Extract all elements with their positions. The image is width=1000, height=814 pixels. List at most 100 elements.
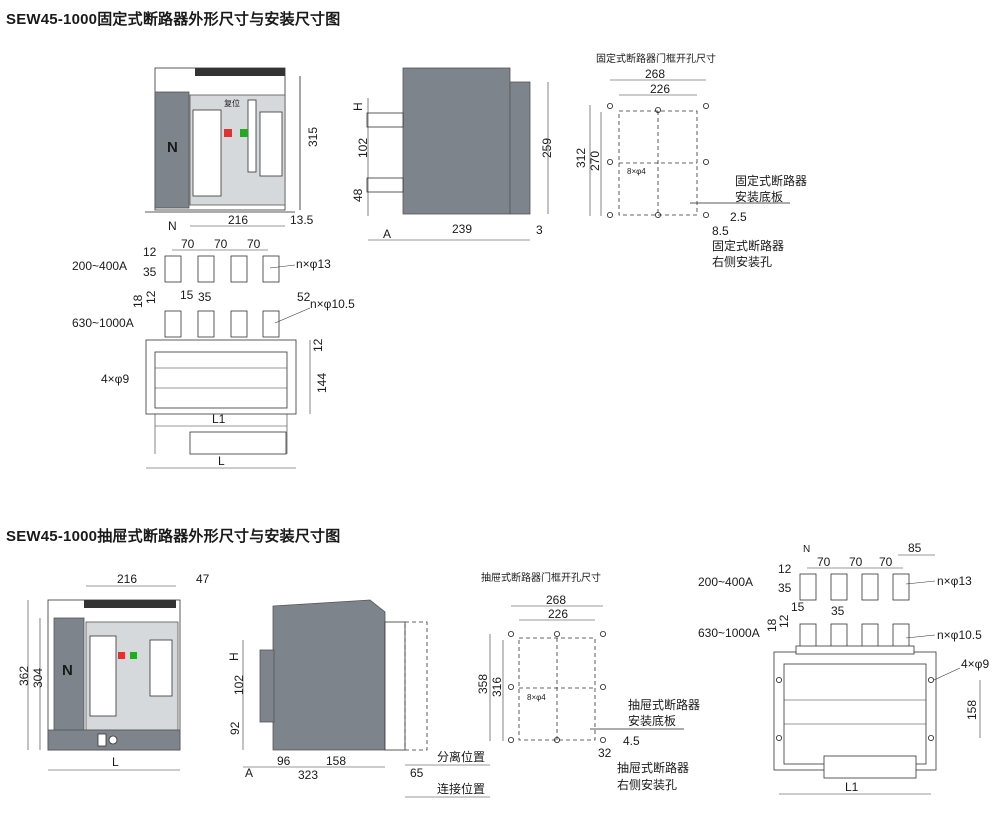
- dim-226: 226: [650, 82, 670, 96]
- holes-4-9-drawout: 4×φ9: [961, 657, 989, 671]
- dim-65: 65: [410, 766, 424, 780]
- dim-323: 323: [298, 768, 318, 782]
- dim-18-drawout: 18: [765, 618, 779, 632]
- holes-8-4: 8×φ4: [627, 167, 646, 176]
- dim-3: 3: [536, 223, 543, 237]
- dim-144: 144: [315, 373, 329, 393]
- n-badge: N: [167, 139, 178, 156]
- range-200-400: 200~400A: [72, 259, 127, 273]
- dim-158: 158: [326, 754, 346, 768]
- dim-13-5: 13.5: [290, 213, 314, 227]
- fixed-base-label-2: 安装底板: [735, 189, 783, 204]
- dim-4-5: 4.5: [623, 734, 640, 748]
- hole-n-13: n×φ13: [296, 257, 331, 271]
- dim-316: 316: [490, 677, 504, 697]
- dim-70-c-drawout: 70: [879, 555, 893, 569]
- fixed-base-label-1: 固定式断路器: [735, 173, 807, 188]
- dim-15-drawout: 15: [791, 600, 805, 614]
- dim-312: 312: [574, 148, 588, 168]
- n-badge-drawout: N: [62, 662, 73, 679]
- drawout-front-view: N 216 47 362 304 L: [17, 572, 210, 771]
- dim-35-b: 35: [198, 290, 212, 304]
- fixed-bottom-view: 4×φ9 12 144 L1 L: [101, 338, 329, 469]
- range-200-400-drawout: 200~400A: [698, 575, 753, 589]
- drawout-side-label-1: 抽屉式断路器: [617, 760, 689, 775]
- fixed-side-view: H 102 48 259 A 239 3: [351, 67, 554, 241]
- range-630-1000-drawout: 630~1000A: [698, 626, 760, 640]
- dim-35-drawout: 35: [778, 581, 792, 595]
- drawout-base-label-1: 抽屉式断路器: [628, 697, 700, 712]
- dim-8-5: 8.5: [712, 224, 729, 238]
- dim-12-bottom: 12: [311, 338, 325, 352]
- dim-70-a-drawout: 70: [817, 555, 831, 569]
- dim-70-b-drawout: 70: [849, 555, 863, 569]
- n-label: N: [168, 219, 177, 233]
- dim-35-b-drawout: 35: [831, 604, 845, 618]
- dim-216: 216: [228, 213, 248, 227]
- dim-52: 52: [297, 290, 311, 304]
- fixed-title: SEW45-1000固定式断路器外形尺寸与安装尺寸图: [6, 11, 341, 28]
- dim-l1-drawout: L1: [845, 780, 859, 794]
- dim-70-c: 70: [247, 237, 261, 251]
- fixed-front-view: N 复位 315 216 N 13.5: [145, 67, 320, 233]
- dim-270: 270: [588, 151, 602, 171]
- dim-304: 304: [31, 668, 45, 688]
- dim-h-drawout: H: [227, 652, 241, 661]
- dim-l1: L1: [212, 412, 226, 426]
- dim-a-drawout: A: [245, 766, 253, 780]
- dim-18: 18: [131, 294, 145, 308]
- holes-8-4-drawout: 8×φ4: [527, 693, 546, 702]
- hole-n-13-drawout: n×φ13: [937, 574, 972, 588]
- dim-70-b: 70: [214, 237, 228, 251]
- drawout-busbar-view: N 85 70 70 70 200~400A 12 35 n×φ13 630~1…: [698, 541, 989, 795]
- hole-n-10-5: n×φ10.5: [310, 297, 355, 311]
- fixed-side-label-1: 固定式断路器: [712, 238, 784, 253]
- range-630-1000: 630~1000A: [72, 316, 134, 330]
- dim-315: 315: [306, 127, 320, 147]
- dim-102: 102: [356, 138, 370, 158]
- dim-l-drawout: L: [112, 755, 119, 769]
- dim-32: 32: [598, 746, 612, 760]
- drawout-door-cutout: 抽屉式断路器门框开孔尺寸 268 226 358 316 8×φ4 抽屉式断路器…: [476, 571, 700, 792]
- dim-259: 259: [540, 138, 554, 158]
- dim-92: 92: [228, 721, 242, 735]
- dim-358: 358: [476, 674, 490, 694]
- fixed-side-label-2: 右侧安装孔: [712, 254, 772, 269]
- separated-position-label: 分离位置: [437, 749, 485, 764]
- dim-l: L: [218, 454, 225, 468]
- dim-226-drawout: 226: [548, 607, 568, 621]
- dim-216-drawout: 216: [117, 572, 137, 586]
- reset-label: 复位: [224, 98, 240, 108]
- dim-h: H: [351, 102, 365, 111]
- dim-102-drawout: 102: [232, 675, 246, 695]
- dim-158-drawout: 158: [965, 700, 979, 720]
- dim-239: 239: [452, 222, 472, 236]
- drawout-title: SEW45-1000抽屉式断路器外形尺寸与安装尺寸图: [6, 528, 341, 545]
- dim-12-b: 12: [144, 290, 158, 304]
- holes-4-9: 4×φ9: [101, 372, 129, 386]
- dim-47: 47: [196, 572, 210, 586]
- dim-268: 268: [645, 67, 665, 81]
- drawout-side-label-2: 右侧安装孔: [617, 777, 677, 792]
- dim-a: A: [383, 227, 391, 241]
- drawout-side-view: H 102 92 A 96 158 323 65 分离位置 连接位置: [227, 599, 490, 798]
- fixed-door-title: 固定式断路器门框开孔尺寸: [596, 52, 716, 65]
- dim-70-a: 70: [181, 237, 195, 251]
- fixed-door-cutout: 固定式断路器门框开孔尺寸 268 226 312 270 8×φ4 固定式断路器…: [574, 52, 807, 269]
- dim-12-b-drawout: 12: [777, 614, 791, 628]
- drawout-base-label-2: 安装底板: [628, 713, 676, 728]
- dim-35: 35: [143, 265, 157, 279]
- dim-96: 96: [277, 754, 291, 768]
- fixed-busbar-view: 200~400A 70 70 70 12 35 n×φ13 630~1000A …: [72, 237, 355, 338]
- dim-12-drawout: 12: [778, 562, 792, 576]
- dim-85: 85: [908, 541, 922, 555]
- drawout-door-title: 抽屉式断路器门框开孔尺寸: [481, 571, 601, 584]
- dim-2-5: 2.5: [730, 210, 747, 224]
- dim-12: 12: [143, 245, 157, 259]
- dim-362: 362: [17, 666, 31, 686]
- connected-position-label: 连接位置: [437, 781, 485, 796]
- n-label-drawout: N: [803, 544, 810, 555]
- dim-15: 15: [180, 288, 194, 302]
- dim-48: 48: [351, 188, 365, 202]
